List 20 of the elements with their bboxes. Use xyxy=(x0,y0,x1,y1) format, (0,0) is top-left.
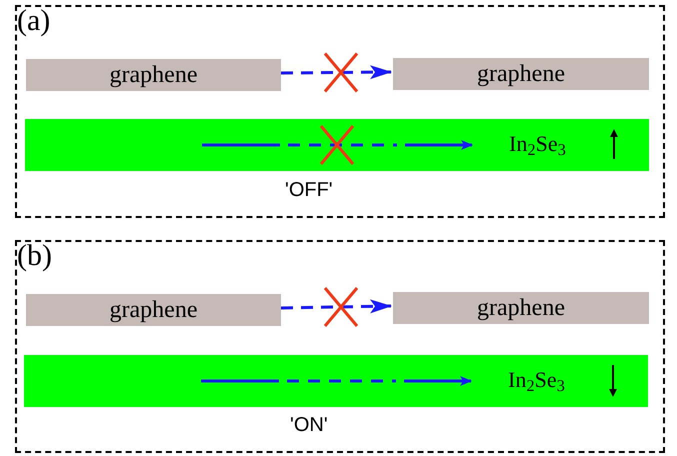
state-label: 'ON' xyxy=(290,415,328,435)
dashed-panel xyxy=(15,5,665,218)
layer-label: graphene xyxy=(110,298,198,322)
in2se3-layer xyxy=(25,119,649,171)
graphene-layer xyxy=(393,292,649,324)
in2se3-layer xyxy=(24,355,648,407)
dashed-panel xyxy=(15,240,665,453)
layer-label: graphene xyxy=(477,62,565,86)
layer-label: graphene xyxy=(477,296,565,320)
graphene-layer xyxy=(26,294,281,326)
layer-label: In$_{2}$Se$_{3}$ xyxy=(509,133,566,155)
arrow xyxy=(280,299,392,314)
graphene-layer xyxy=(26,59,281,91)
graphene-layer xyxy=(393,58,649,90)
layer-label: graphene xyxy=(110,63,198,87)
panel-label: (b) xyxy=(17,238,52,274)
state-label: 'OFF' xyxy=(285,180,333,200)
panel-label: (a) xyxy=(17,3,50,39)
layer-label: In$_{2}$Se$_{3}$ xyxy=(508,369,565,391)
arrow xyxy=(280,65,392,80)
